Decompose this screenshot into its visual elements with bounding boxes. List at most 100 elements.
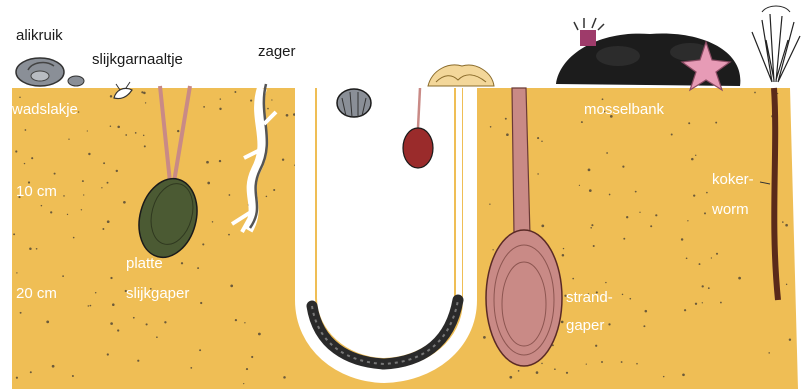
sand-speck xyxy=(686,257,688,259)
baltic-tellin-siphon xyxy=(418,88,420,128)
lugworm-cast-icon xyxy=(428,65,494,86)
sand-speck xyxy=(78,111,80,113)
sand-speck xyxy=(639,212,640,213)
sand-speck xyxy=(518,370,520,372)
sand-speck xyxy=(586,363,587,364)
sand-speck xyxy=(144,145,146,147)
sand-speck xyxy=(622,166,624,168)
sand-speck xyxy=(228,234,230,236)
sand-speck xyxy=(621,361,623,363)
sand-speck xyxy=(489,204,490,205)
sand-speck xyxy=(219,108,221,110)
sand-speck xyxy=(687,220,688,221)
sand-speck xyxy=(283,376,286,379)
sand-speck xyxy=(663,376,664,377)
label-gaper: gaper xyxy=(566,318,604,333)
sand-speck xyxy=(143,135,144,136)
sand-speck xyxy=(143,92,146,95)
sand-speck xyxy=(103,162,105,164)
sand-speck xyxy=(229,194,231,196)
sand-speck xyxy=(704,212,706,214)
sand-speck xyxy=(715,122,717,124)
sand-speck xyxy=(681,238,683,240)
label-wadpier: wadpier xyxy=(352,302,405,317)
sand-speck xyxy=(54,173,56,175)
sand-speck xyxy=(785,224,788,227)
sand-speck xyxy=(30,371,32,373)
sand-sediment xyxy=(12,88,798,389)
sand-speck xyxy=(702,285,704,287)
sand-speck xyxy=(605,282,606,283)
baltic-tellin-icon xyxy=(403,128,433,168)
sand-speck xyxy=(88,305,89,306)
sand-speck xyxy=(146,323,148,325)
sand-speck xyxy=(602,98,604,100)
sand-speck xyxy=(563,248,564,249)
sand-speck xyxy=(107,353,109,355)
sand-speck xyxy=(117,126,120,129)
sand-speck xyxy=(286,114,289,117)
label-wadslakje: wadslakje xyxy=(12,102,78,117)
sand-speck xyxy=(15,150,17,152)
label-koker: koker- xyxy=(712,172,754,187)
sand-speck xyxy=(691,158,694,161)
sand-speck xyxy=(282,159,284,161)
sand-speck xyxy=(95,292,96,293)
sand-speck xyxy=(554,368,556,370)
sand-speck xyxy=(87,130,88,131)
sand-speck xyxy=(645,310,648,313)
sand-speck xyxy=(36,248,38,250)
sand-speck xyxy=(251,356,253,358)
sand-speck xyxy=(67,214,68,215)
sand-speck xyxy=(110,126,111,127)
sand-speck xyxy=(107,220,110,223)
sand-speck xyxy=(50,211,52,213)
sand-speck xyxy=(202,243,204,245)
sand-speck xyxy=(606,152,608,154)
sand-speck xyxy=(107,182,109,184)
sand-speck xyxy=(102,228,104,230)
sand-speck xyxy=(716,253,718,255)
sand-speck xyxy=(506,133,509,136)
sand-speck xyxy=(483,336,486,339)
sand-speck xyxy=(181,262,183,264)
sand-speck xyxy=(199,349,201,351)
sand-speck xyxy=(505,118,507,120)
sand-speck xyxy=(601,361,603,363)
sand-speck xyxy=(562,254,565,257)
cockle-icon xyxy=(337,89,371,117)
sand-speck xyxy=(590,227,592,229)
sand-speck xyxy=(754,92,756,94)
sand-speck xyxy=(203,106,205,108)
sand-speck xyxy=(267,108,269,110)
sand-speck xyxy=(25,129,27,131)
sand-speck xyxy=(125,134,127,136)
sand-speck xyxy=(706,192,708,194)
sand-speck xyxy=(490,126,492,128)
sand-speck xyxy=(13,233,15,235)
sand-speck xyxy=(579,185,580,186)
sand-speck xyxy=(117,329,119,331)
sand-speck xyxy=(626,216,628,218)
sand-speck xyxy=(682,373,685,376)
sand-speck xyxy=(608,323,610,325)
sand-speck xyxy=(561,321,564,324)
label-slijkgarnaaltje: slijkgarnaaltje xyxy=(92,52,183,67)
sand-speck xyxy=(635,191,637,193)
periwinkle-shell-icon xyxy=(16,58,64,86)
sand-speck xyxy=(101,187,102,188)
sand-speck xyxy=(19,97,21,99)
sand-speck xyxy=(207,182,210,185)
sand-speck xyxy=(73,237,75,239)
sand-speck xyxy=(81,209,82,210)
sand-speck xyxy=(655,214,657,216)
sand-speck xyxy=(234,91,236,93)
sand-speck xyxy=(110,95,112,97)
sand-speck xyxy=(623,238,625,240)
label-worm: worm xyxy=(712,202,749,217)
sand-speck xyxy=(688,122,690,124)
sand-speck xyxy=(589,189,592,192)
sand-speck xyxy=(29,248,32,251)
sand-speck xyxy=(711,257,712,258)
sand-speck xyxy=(24,163,25,164)
